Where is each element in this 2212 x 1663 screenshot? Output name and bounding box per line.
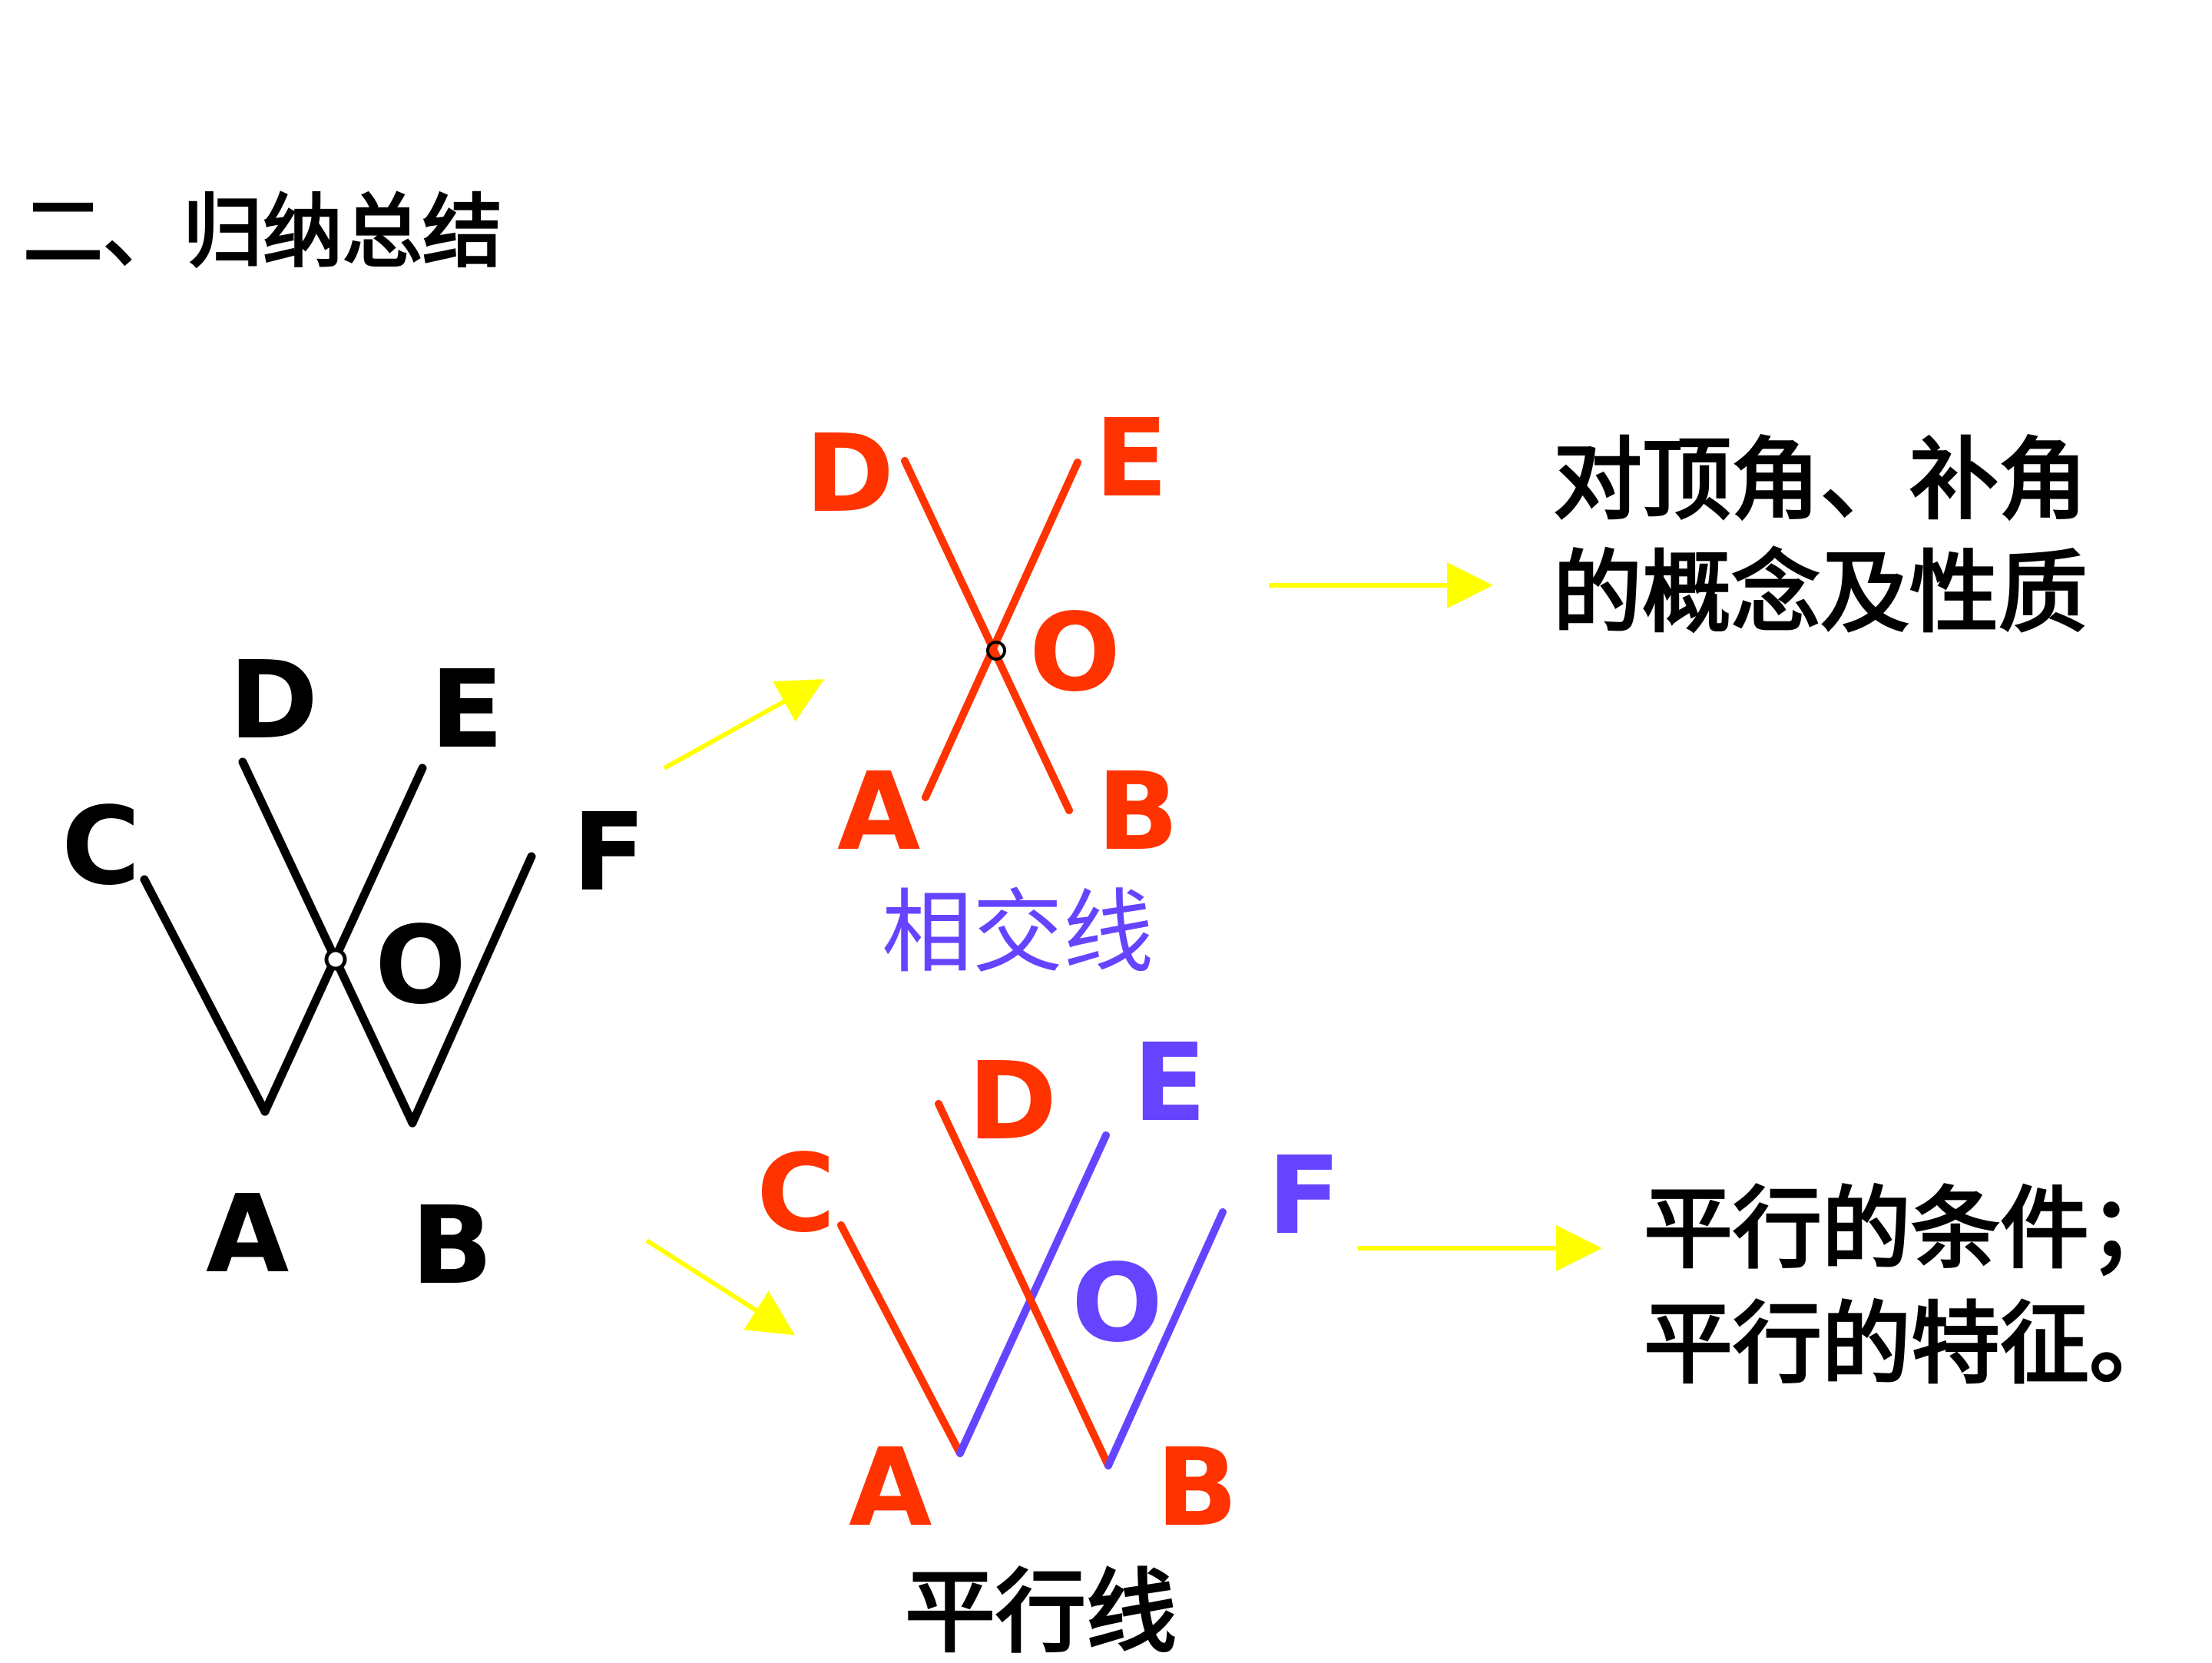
parallel-caption: 平行线 — [905, 1559, 1177, 1659]
parallel-label-f: F — [1267, 1134, 1341, 1259]
parallel-label-b: B — [1156, 1426, 1238, 1551]
parallel-line-ae — [956, 1131, 1110, 1457]
main-label-o: O — [375, 903, 466, 1029]
main-point-o — [324, 948, 347, 971]
parallel-line-bf — [1104, 1208, 1227, 1469]
figure-parallel — [837, 1100, 1227, 1469]
figure-main — [140, 757, 536, 1128]
parallel-label-e: E — [1133, 1021, 1207, 1146]
figure-intersecting — [901, 457, 1081, 814]
main-line-bf — [408, 852, 536, 1128]
arrow-to-intersecting — [663, 679, 825, 770]
main-line-ae — [260, 764, 427, 1116]
summary-intersecting-line1: 对顶角、补角 — [1553, 429, 2088, 532]
intersecting-label-e: E — [1094, 396, 1168, 522]
main-line-db — [238, 757, 417, 1128]
arrows — [645, 562, 1602, 1336]
main-line-ca — [140, 875, 270, 1116]
main-label-b: B — [411, 1184, 493, 1309]
parallel-labels: C D E F O A B — [757, 1021, 1341, 1551]
parallel-line-ca — [837, 1221, 964, 1457]
parallel-label-o: O — [1071, 1241, 1163, 1367]
parallel-label-c: C — [757, 1131, 836, 1257]
intersecting-line-ae — [922, 459, 1081, 801]
page-title: 二、归纳总结 — [23, 185, 502, 279]
parallel-label-d: D — [968, 1039, 1057, 1164]
intersecting-label-a: A — [837, 750, 920, 875]
intersecting-labels: D E O A B — [805, 396, 1179, 875]
intersecting-point-o — [986, 641, 1006, 661]
summary-intersecting-line2: 的概念及性质 — [1553, 542, 2088, 645]
parallel-label-a: A — [849, 1426, 932, 1551]
summary-parallel-line1: 平行的条件； — [1644, 1178, 2178, 1281]
intersecting-label-b: B — [1097, 750, 1179, 875]
main-label-e: E — [430, 648, 504, 773]
main-label-c: C — [61, 784, 141, 909]
intersecting-label-d: D — [805, 412, 894, 537]
main-label-a: A — [206, 1172, 289, 1297]
summary-parallel: 平行的条件； 平行的特征。 — [1644, 1178, 2178, 1396]
main-labels: C D E F O A B — [61, 638, 646, 1309]
main-label-d: D — [229, 638, 318, 764]
main-label-f: F — [572, 790, 646, 916]
summary-intersecting: 对顶角、补角 的概念及性质 — [1553, 429, 2088, 645]
summary-parallel-line2: 平行的特征。 — [1644, 1293, 2178, 1396]
intersecting-caption: 相交线 — [882, 880, 1154, 986]
intersecting-label-o: O — [1029, 591, 1121, 716]
arrow-to-parallel — [645, 1238, 796, 1336]
parallel-line-db — [935, 1100, 1112, 1469]
intersecting-line-db — [901, 457, 1073, 814]
